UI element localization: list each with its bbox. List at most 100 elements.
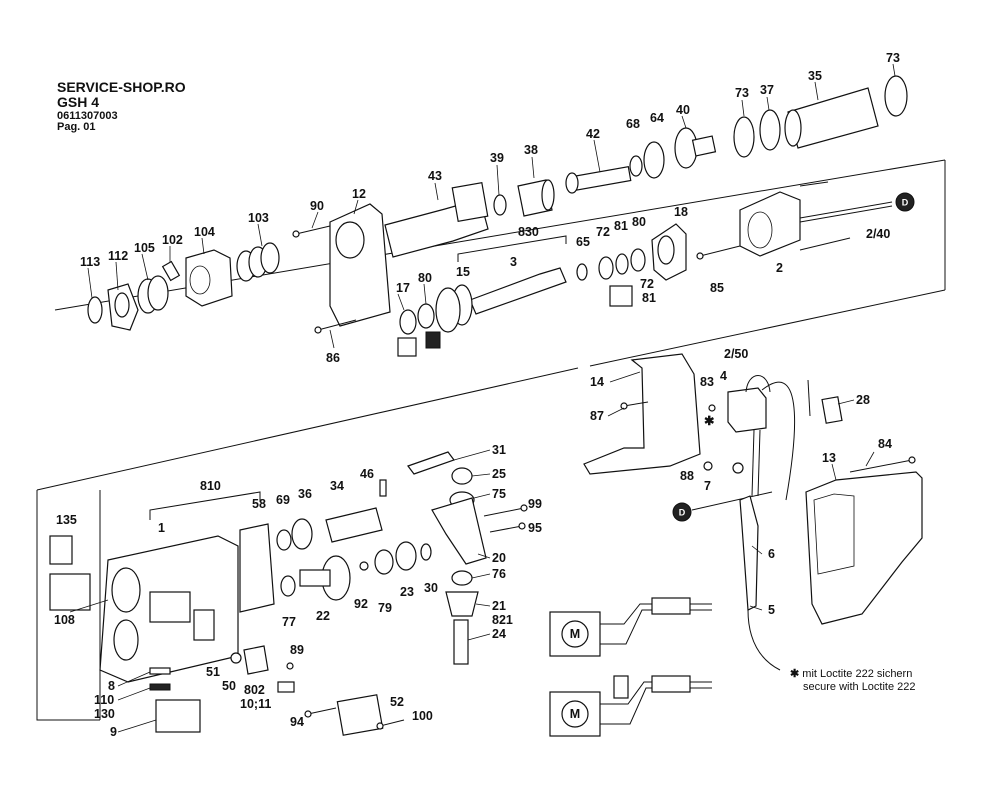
- part-36[interactable]: [291, 518, 313, 550]
- part-112[interactable]: [107, 283, 139, 331]
- part-100[interactable]: [376, 719, 405, 730]
- label-8: 8: [108, 679, 115, 693]
- label-87: 87: [590, 409, 604, 423]
- part-46[interactable]: [379, 479, 387, 497]
- part-86[interactable]: [314, 319, 357, 334]
- part-39[interactable]: [493, 194, 507, 216]
- part-15[interactable]: [435, 287, 461, 333]
- part-43[interactable]: [384, 181, 489, 258]
- part-50[interactable]: [243, 645, 269, 675]
- part-25[interactable]: [451, 467, 473, 485]
- part-135[interactable]: [49, 535, 73, 565]
- label-77: 77: [282, 615, 296, 629]
- part-28[interactable]: [807, 379, 843, 424]
- part-35[interactable]: [784, 87, 879, 149]
- label-80-lower: 80: [418, 271, 432, 285]
- part-38[interactable]: [517, 179, 555, 217]
- part-72-81-brush[interactable]: [609, 285, 633, 307]
- part-90[interactable]: [292, 225, 331, 238]
- part-802[interactable]: [277, 681, 295, 693]
- part-89[interactable]: [286, 662, 294, 670]
- part-4-switch[interactable]: [727, 387, 767, 433]
- label-2: 2: [776, 261, 783, 275]
- part-42[interactable]: [565, 166, 632, 194]
- part-14-housing[interactable]: [583, 353, 701, 475]
- part-9[interactable]: [155, 699, 201, 733]
- wiring-schematic-2: M: [549, 675, 712, 737]
- label-81-upper: 81: [614, 219, 628, 233]
- part-84[interactable]: [849, 456, 916, 473]
- label-3: 3: [510, 255, 517, 269]
- label-92: 92: [354, 597, 368, 611]
- part-80-upper[interactable]: [630, 248, 646, 272]
- part-22-gear[interactable]: [299, 555, 351, 601]
- label-4: 4: [720, 369, 727, 383]
- part-17[interactable]: [397, 309, 417, 357]
- part-79[interactable]: [374, 549, 394, 575]
- leader-lines: [69, 63, 896, 733]
- part-87[interactable]: [620, 401, 649, 410]
- part-58-gasket[interactable]: [239, 523, 275, 613]
- part-37[interactable]: [759, 109, 781, 151]
- part-81-upper[interactable]: [615, 253, 629, 275]
- part-6-cable-sleeve[interactable]: [739, 495, 759, 611]
- part-77[interactable]: [280, 575, 296, 597]
- part-92[interactable]: [359, 561, 369, 571]
- part-73-lower[interactable]: [733, 116, 755, 158]
- part-85[interactable]: [696, 245, 741, 260]
- part-34[interactable]: [325, 507, 383, 543]
- label-130: 130: [94, 707, 115, 721]
- part-24-shaft[interactable]: [453, 619, 469, 665]
- label-89: 89: [290, 643, 304, 657]
- label-12: 12: [352, 187, 366, 201]
- part-94[interactable]: [304, 707, 337, 718]
- label-83: 83: [700, 375, 714, 389]
- header-model: GSH 4: [57, 94, 100, 110]
- part-99[interactable]: [483, 504, 528, 517]
- part-20-yoke[interactable]: [431, 497, 487, 565]
- part-103[interactable]: [236, 242, 280, 282]
- part-30[interactable]: [420, 543, 432, 561]
- part-40[interactable]: [674, 127, 717, 169]
- part-113[interactable]: [87, 296, 103, 324]
- part-1-gear-housing[interactable]: [99, 535, 239, 683]
- part-68[interactable]: [629, 155, 643, 177]
- part-31-crank[interactable]: [407, 451, 455, 475]
- part-2-field[interactable]: [739, 191, 801, 257]
- label-18: 18: [674, 205, 688, 219]
- label-100: 100: [412, 709, 433, 723]
- part-13-housing[interactable]: [805, 471, 923, 625]
- part-5-cable[interactable]: [747, 609, 781, 671]
- label-73-lower: 73: [735, 86, 749, 100]
- part-73-upper[interactable]: [884, 75, 908, 117]
- part-52[interactable]: [336, 694, 384, 736]
- part-88[interactable]: [703, 461, 744, 474]
- part-21-gear[interactable]: [445, 591, 479, 617]
- wiring-schematic-1: M: [549, 597, 712, 657]
- wire-field: [799, 181, 893, 251]
- label-46: 46: [360, 467, 374, 481]
- label-113: 113: [80, 255, 100, 269]
- part-110[interactable]: [149, 683, 171, 691]
- part-105[interactable]: [137, 275, 169, 314]
- label-37: 37: [760, 83, 774, 97]
- part-64[interactable]: [643, 141, 665, 179]
- part-65[interactable]: [576, 263, 588, 281]
- label-72-upper: 72: [596, 225, 610, 239]
- part-102[interactable]: [161, 260, 181, 282]
- label-51: 51: [206, 665, 220, 679]
- part-72-upper[interactable]: [598, 256, 614, 280]
- part-76[interactable]: [451, 570, 473, 586]
- part-18[interactable]: [651, 223, 687, 281]
- label-90: 90: [310, 199, 324, 213]
- part-12[interactable]: [329, 203, 391, 327]
- part-8[interactable]: [149, 667, 171, 675]
- part-104[interactable]: [185, 249, 233, 307]
- part-51[interactable]: [230, 652, 242, 664]
- part-95[interactable]: [489, 522, 526, 533]
- part-83[interactable]: [708, 404, 716, 412]
- part-69[interactable]: [276, 529, 292, 551]
- part-23[interactable]: [395, 541, 417, 571]
- part-80-lower[interactable]: [417, 303, 441, 349]
- part-108[interactable]: [49, 573, 91, 611]
